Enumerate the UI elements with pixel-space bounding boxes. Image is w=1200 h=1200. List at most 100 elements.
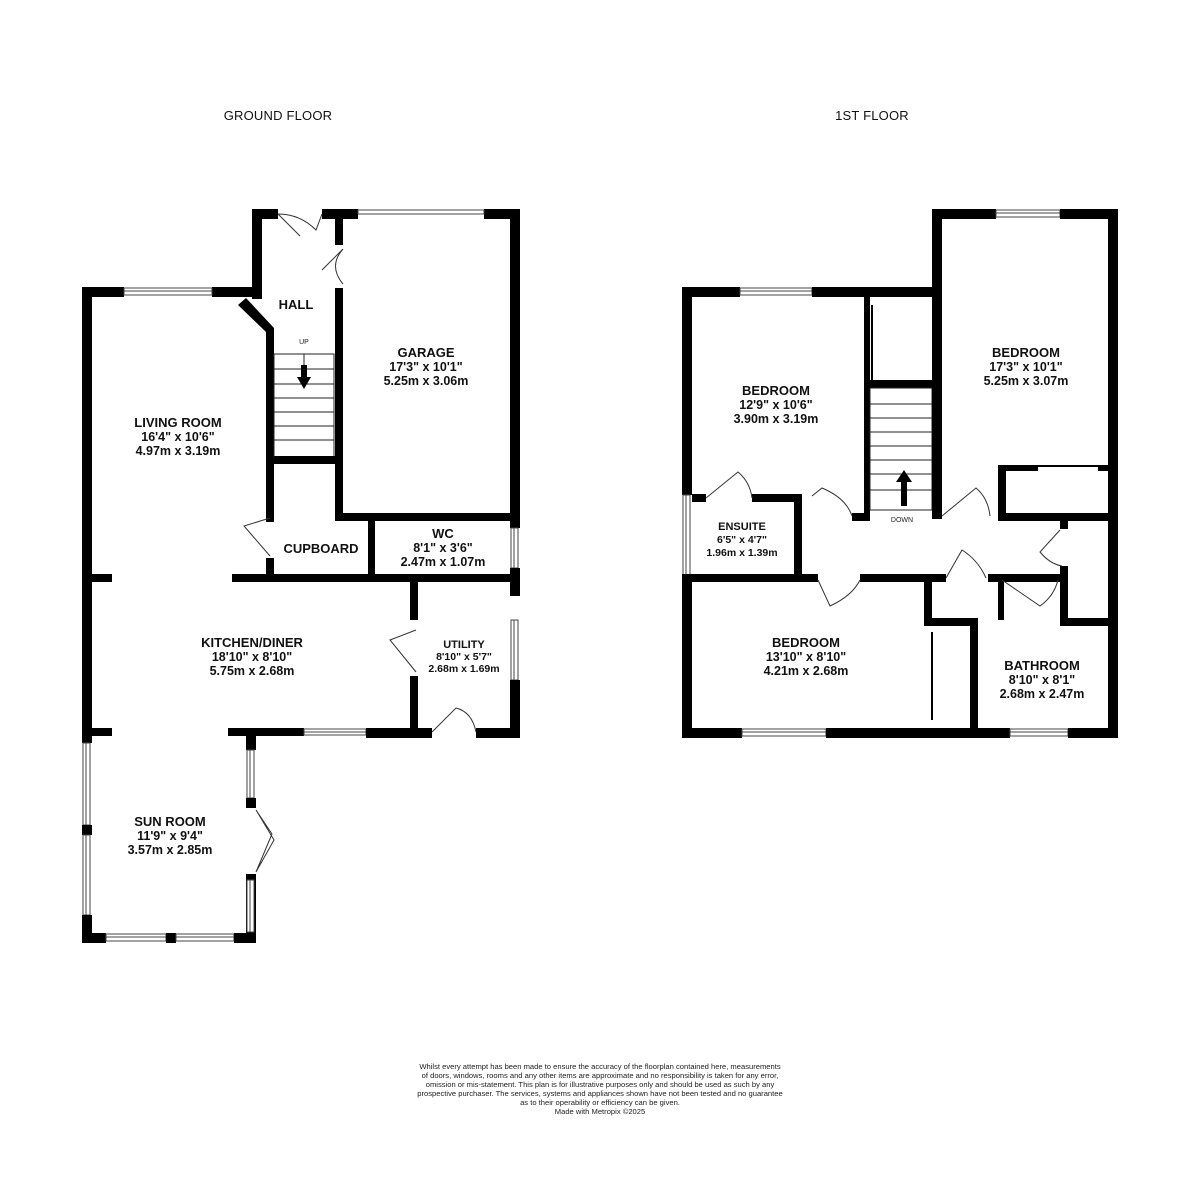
wall <box>82 933 106 943</box>
bedroom2-metric: 5.25m x 3.07m <box>984 374 1069 388</box>
living-room-name: LIVING ROOM <box>134 415 221 430</box>
wall <box>246 798 256 808</box>
wall <box>335 513 520 521</box>
wall <box>82 287 92 743</box>
bedroom3-imperial: 13'10" x 8'10" <box>766 650 846 664</box>
stairs-up-label: UP <box>299 339 309 346</box>
utility-name: UTILITY <box>443 639 485 651</box>
wall <box>682 728 742 738</box>
utility-imperial: 8'10" x 5'7" <box>436 651 492 663</box>
disclaimer-credit: Made with Metropix ©2025 <box>554 1107 646 1116</box>
wall <box>852 513 870 521</box>
wall <box>1108 209 1118 738</box>
sun-room-imperial: 11'9" x 9'4" <box>137 829 203 843</box>
bathroom-imperial: 8'10" x 8'1" <box>1009 673 1076 687</box>
wall <box>1098 465 1108 471</box>
stairs-down-arrow-icon <box>896 470 912 482</box>
wall <box>510 209 520 521</box>
wall <box>682 575 692 738</box>
bathroom-name: BATHROOM <box>1004 658 1080 673</box>
bedroom2-name: BEDROOM <box>992 345 1060 360</box>
wall <box>82 915 92 943</box>
wall <box>1060 566 1068 626</box>
disclaimer-line: of doors, windows, rooms and any other i… <box>421 1071 779 1080</box>
wall <box>410 582 418 620</box>
wc-name: WC <box>432 526 454 541</box>
bedroom2-imperial: 17'3" x 10'1" <box>989 360 1062 374</box>
bedroom3-name: BEDROOM <box>772 635 840 650</box>
wall <box>266 332 274 522</box>
bathroom-metric: 2.68m x 2.47m <box>1000 687 1085 701</box>
wall <box>252 209 262 299</box>
wall <box>322 209 358 219</box>
wall <box>682 574 818 582</box>
wall <box>998 582 1004 620</box>
utility-metric: 2.68m x 1.69m <box>428 663 499 675</box>
wall <box>228 728 304 736</box>
wall <box>998 513 1118 521</box>
disclaimer: Whilst every attempt has been made to en… <box>390 1062 810 1116</box>
wall <box>812 287 940 297</box>
wall <box>166 933 176 943</box>
wall <box>864 380 940 388</box>
disclaimer-line: omission or mis-statement. This plan is … <box>425 1080 775 1089</box>
sun-room-metric: 3.57m x 2.85m <box>128 843 213 857</box>
wall <box>232 574 520 582</box>
wall <box>864 297 870 519</box>
wall <box>368 516 375 578</box>
wall <box>82 287 124 297</box>
door <box>705 471 1063 607</box>
wall <box>82 825 92 835</box>
wall <box>82 728 112 736</box>
wall <box>246 736 256 750</box>
disclaimer-line: Whilst every attempt has been made to en… <box>419 1062 781 1071</box>
wall <box>752 494 802 502</box>
wall <box>1060 618 1118 626</box>
wall <box>970 618 978 738</box>
stairs-up-arrow-icon <box>297 377 311 389</box>
wall <box>998 465 1006 519</box>
wall <box>234 933 256 943</box>
bedroom3-metric: 4.21m x 2.68m <box>764 664 849 678</box>
wall <box>794 494 802 578</box>
ground-staircase <box>273 353 335 464</box>
first-floor-title: 1ST FLOOR <box>835 108 909 123</box>
living-room-imperial: 16'4" x 10'6" <box>141 430 214 444</box>
wall <box>1060 209 1118 219</box>
wall <box>476 728 520 738</box>
ensuite-metric: 1.96m x 1.39m <box>706 547 777 559</box>
wall <box>252 209 278 219</box>
wall <box>924 582 932 626</box>
garage-door-opening <box>357 209 485 215</box>
kitchen-imperial: 18'10" x 8'10" <box>212 650 292 664</box>
wall <box>335 288 343 520</box>
wall <box>924 618 978 626</box>
wall <box>410 676 418 738</box>
wc-imperial: 8'1" x 3'6" <box>413 541 473 555</box>
ground-floor-plan: UP <box>82 209 520 943</box>
bedroom1-metric: 3.90m x 3.19m <box>734 412 819 426</box>
disclaimer-line: prospective purchaser. The services, sys… <box>417 1089 783 1098</box>
wall <box>998 465 1038 471</box>
cupboard-name: CUPBOARD <box>283 541 358 556</box>
wall <box>932 297 942 519</box>
first-staircase <box>869 387 933 511</box>
wall <box>1068 728 1118 738</box>
wall <box>682 287 740 297</box>
wall <box>484 209 520 219</box>
kitchen-name: KITCHEN/DINER <box>201 635 303 650</box>
wall <box>82 574 112 582</box>
wall <box>826 728 1010 738</box>
bedroom1-imperial: 12'9" x 10'6" <box>739 398 812 412</box>
wall <box>510 680 520 738</box>
wall <box>335 219 343 245</box>
wall <box>988 574 1068 582</box>
living-room-metric: 4.97m x 3.19m <box>136 444 221 458</box>
wall <box>212 287 262 297</box>
room-labels: HALL GARAGE 17'3" x 10'1" 5.25m x 3.06m … <box>128 297 1085 857</box>
wall <box>266 558 274 578</box>
wall <box>860 574 946 582</box>
disclaimer-line: as to their operability or efficiency ca… <box>520 1098 680 1107</box>
door <box>243 213 477 873</box>
